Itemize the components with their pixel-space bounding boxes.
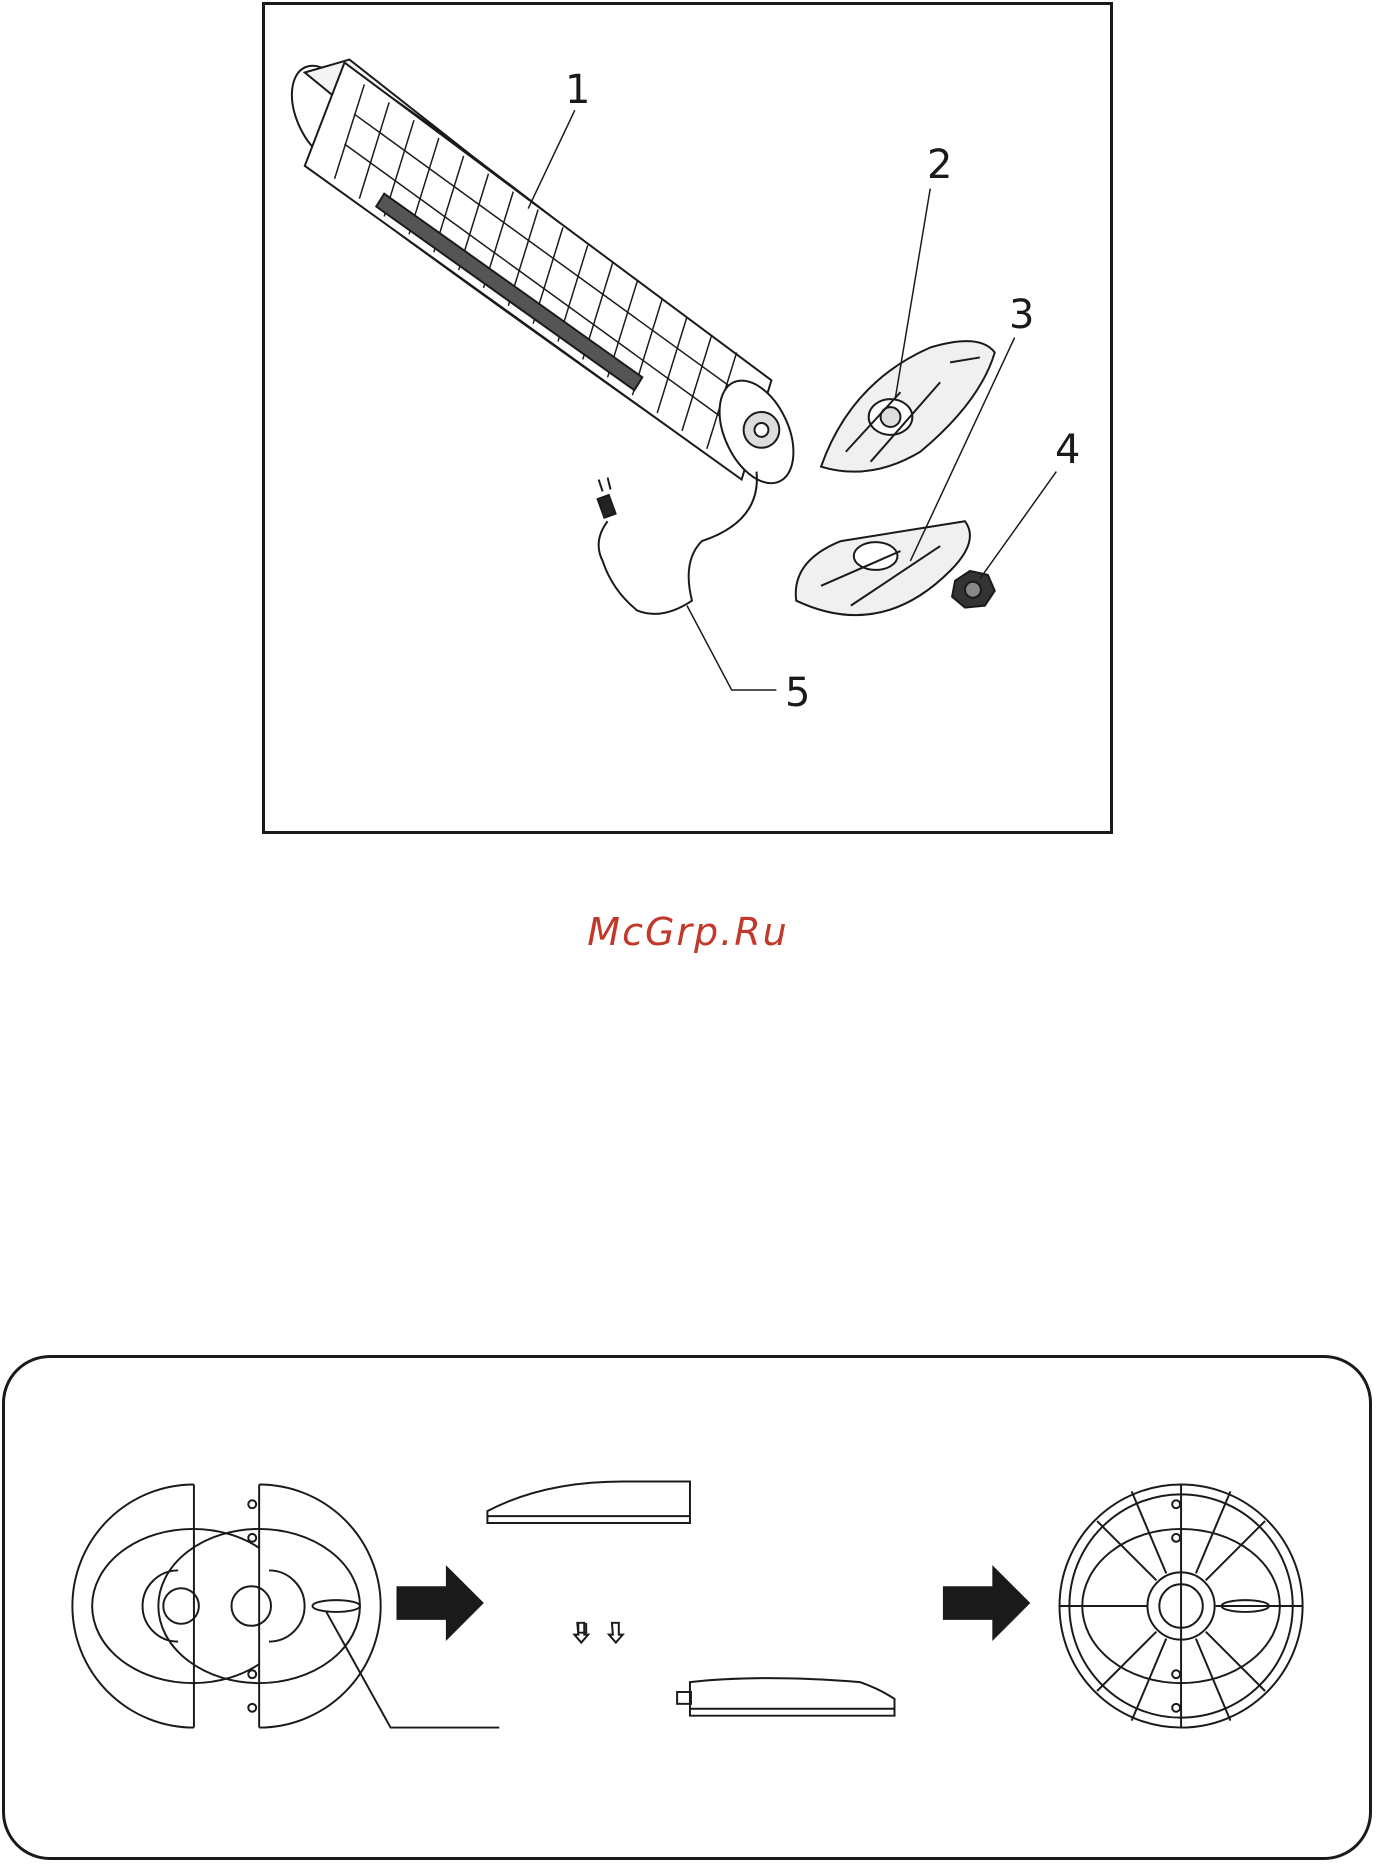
fan-exploded-drawing [265, 5, 1110, 831]
heavy-right-arrow-icon [397, 1567, 482, 1638]
lock-nut [952, 571, 995, 608]
power-cord [598, 472, 757, 614]
base-assembly-panel [2, 1355, 1372, 1860]
base-half-upper [821, 341, 995, 471]
part-label-2: 2 [927, 145, 952, 185]
base-half-lower [796, 521, 970, 615]
part-label-1: 1 [565, 70, 590, 110]
tower-fan-body [278, 55, 809, 495]
base-assembled [1060, 1484, 1303, 1727]
exploded-view-figure: 1 2 3 4 5 [262, 2, 1113, 834]
watermark-text: McGrp.Ru [0, 910, 1376, 954]
part-label-3: 3 [1009, 295, 1034, 335]
heavy-right-arrow-icon [944, 1567, 1029, 1638]
join-halves-side-view [487, 1482, 894, 1716]
base-assembly-drawing [5, 1358, 1369, 1857]
part-label-5: 5 [785, 673, 810, 713]
part-label-4: 4 [1055, 430, 1080, 470]
